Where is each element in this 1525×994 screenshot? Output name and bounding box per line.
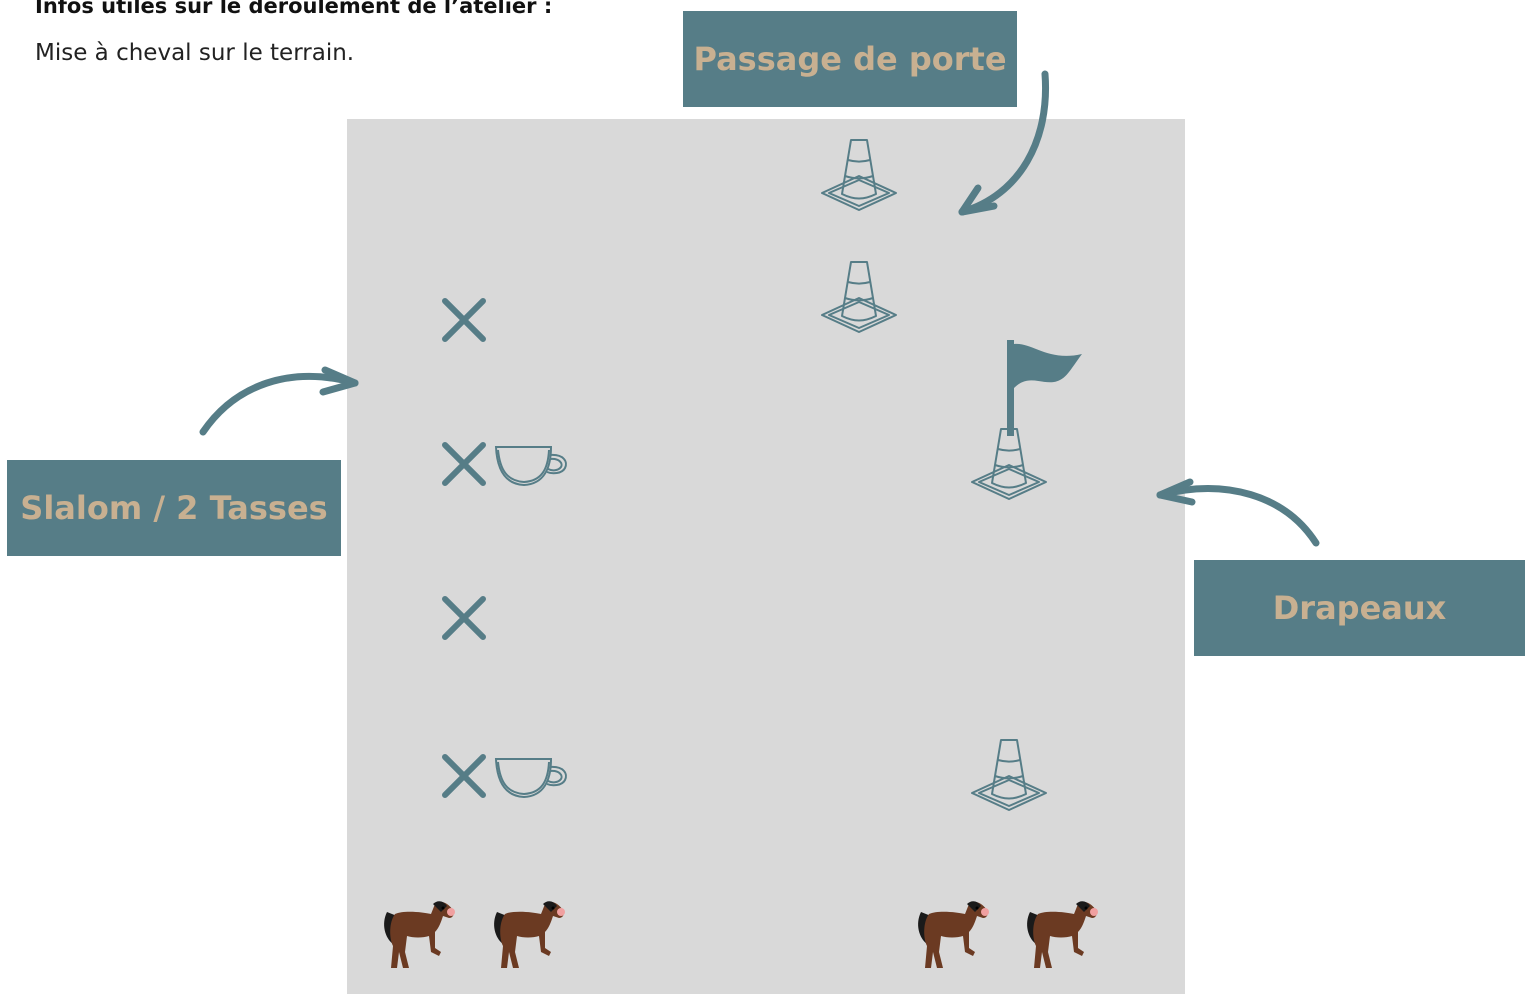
cup-icon	[494, 446, 567, 487]
arena-field	[347, 119, 1185, 994]
info-text: Mise à cheval sur le terrain.	[35, 40, 355, 66]
label-slalom-text: Slalom / 2 Tasses	[20, 489, 328, 527]
cross-icon	[442, 596, 486, 640]
cup-icon	[494, 758, 567, 799]
label-drapeaux-text: Drapeaux	[1272, 589, 1447, 627]
cone-icon	[821, 139, 897, 211]
horse-icon	[384, 901, 455, 968]
label-passage-de-porte: Passage de porte	[683, 11, 1017, 107]
cross-icon	[442, 298, 486, 342]
cross-icon	[442, 442, 486, 486]
cross-icon	[442, 754, 486, 798]
horse-icon	[918, 901, 989, 968]
cone-icon	[821, 261, 897, 333]
horse-icon	[1027, 901, 1098, 968]
cone-icon	[971, 739, 1047, 811]
cone-icon	[971, 428, 1047, 500]
label-passage-de-porte-text: Passage de porte	[693, 40, 1007, 78]
info-title: Infos utiles sur le déroulement de l’ate…	[35, 0, 553, 18]
horse-icon	[494, 901, 565, 968]
label-drapeaux: Drapeaux	[1194, 560, 1525, 656]
label-slalom: Slalom / 2 Tasses	[7, 460, 341, 556]
flag-icon	[1007, 340, 1082, 436]
